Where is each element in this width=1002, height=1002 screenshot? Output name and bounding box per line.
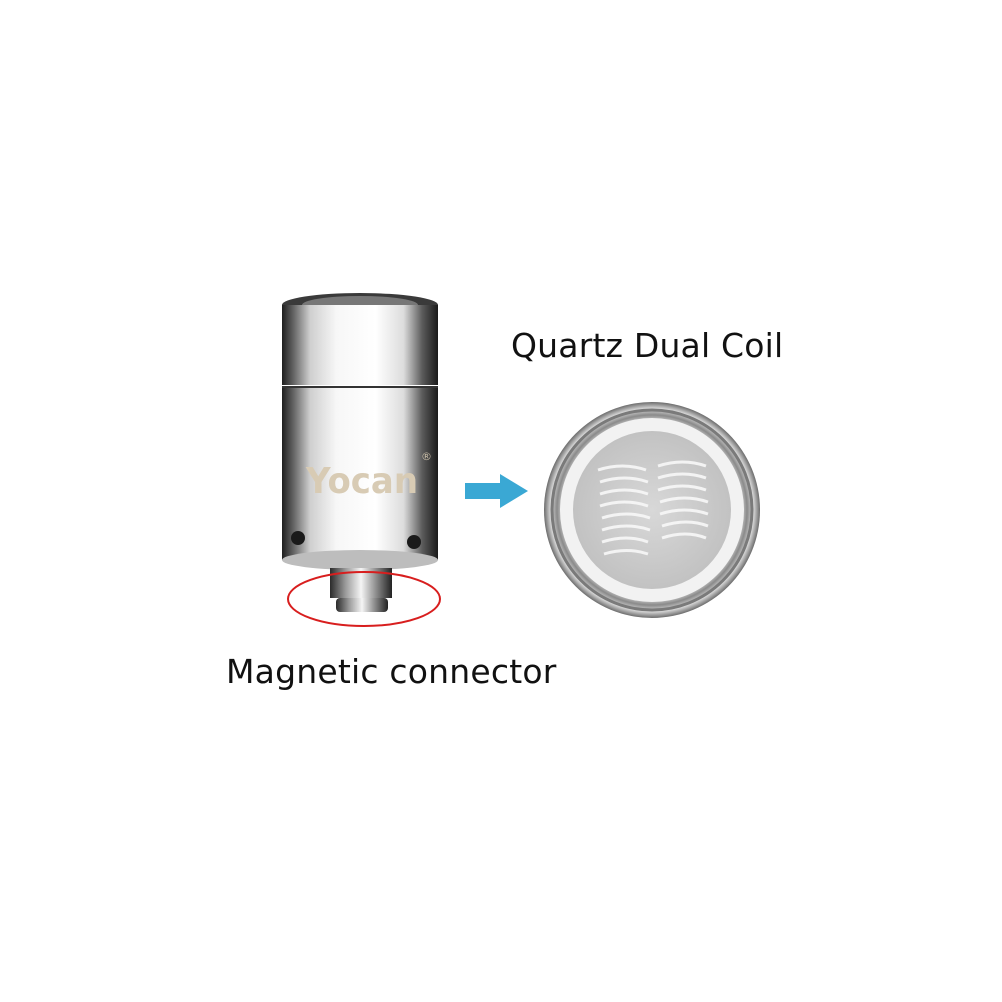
magnetic-connector-label: Magnetic connector	[226, 652, 557, 691]
arrow-right-icon	[465, 474, 528, 508]
yocan-logo: Yocan	[305, 461, 418, 502]
air-hole-left	[291, 531, 305, 545]
svg-text:®: ®	[421, 450, 432, 463]
quartz-coil-top-view	[544, 402, 760, 618]
air-hole-right	[407, 535, 421, 549]
highlight-ellipse	[287, 571, 441, 627]
atomizer-coil-body: Yocan ®	[282, 293, 438, 612]
quartz-dual-coil-label: Quartz Dual Coil	[511, 326, 784, 365]
